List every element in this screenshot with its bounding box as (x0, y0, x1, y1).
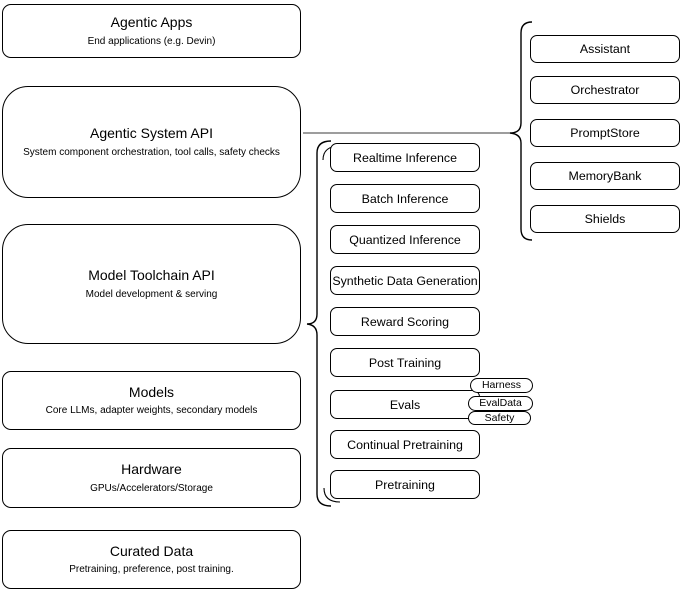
node-post-training: Post Training (330, 348, 480, 377)
node-assistant: Assistant (530, 35, 680, 63)
node-agentic-apps: Agentic Apps End applications (e.g. Devi… (2, 4, 301, 58)
node-evals-safety-tag: Safety (468, 411, 531, 425)
node-subtitle: GPUs/Accelerators/Storage (90, 482, 213, 494)
node-subtitle: End applications (e.g. Devin) (87, 35, 216, 47)
node-shields: Shields (530, 205, 680, 233)
node-curated-data: Curated Data Pretraining, preference, po… (2, 530, 301, 589)
node-agentic-system-api: Agentic System API System component orch… (2, 86, 301, 198)
node-synthetic-data-generation: Synthetic Data Generation (330, 266, 480, 295)
node-title: Agentic System API (90, 125, 213, 142)
node-pretraining: Pretraining (330, 470, 480, 499)
node-title: Model Toolchain API (88, 267, 215, 284)
node-continual-pretraining: Continual Pretraining (330, 430, 480, 459)
node-model-toolchain-api: Model Toolchain API Model development & … (2, 224, 301, 344)
node-subtitle: Core LLMs, adapter weights, secondary mo… (45, 405, 258, 417)
node-orchestrator: Orchestrator (530, 76, 680, 104)
node-batch-inference: Batch Inference (330, 184, 480, 213)
node-subtitle: Pretraining, preference, post training. (69, 564, 234, 576)
node-subtitle: Model development & serving (85, 288, 218, 300)
node-models: Models Core LLMs, adapter weights, secon… (2, 371, 301, 430)
node-title: Agentic Apps (110, 14, 193, 31)
node-evals-evaldata-tag: EvalData (468, 396, 533, 411)
node-hardware: Hardware GPUs/Accelerators/Storage (2, 448, 301, 508)
node-title: Models (128, 383, 175, 400)
node-title: Hardware (121, 461, 182, 478)
node-realtime-inference: Realtime Inference (330, 143, 480, 172)
node-reward-scoring: Reward Scoring (330, 307, 480, 336)
node-promptstore: PromptStore (530, 119, 680, 147)
agentic-group-brace (509, 21, 533, 241)
node-subtitle: System component orchestration, tool cal… (23, 146, 280, 158)
node-quantized-inference: Quantized Inference (330, 225, 480, 254)
node-title: Curated Data (109, 542, 194, 559)
node-memorybank: MemoryBank (530, 162, 680, 190)
node-evals: Evals (330, 390, 480, 419)
node-evals-harness-tag: Harness (470, 378, 533, 393)
